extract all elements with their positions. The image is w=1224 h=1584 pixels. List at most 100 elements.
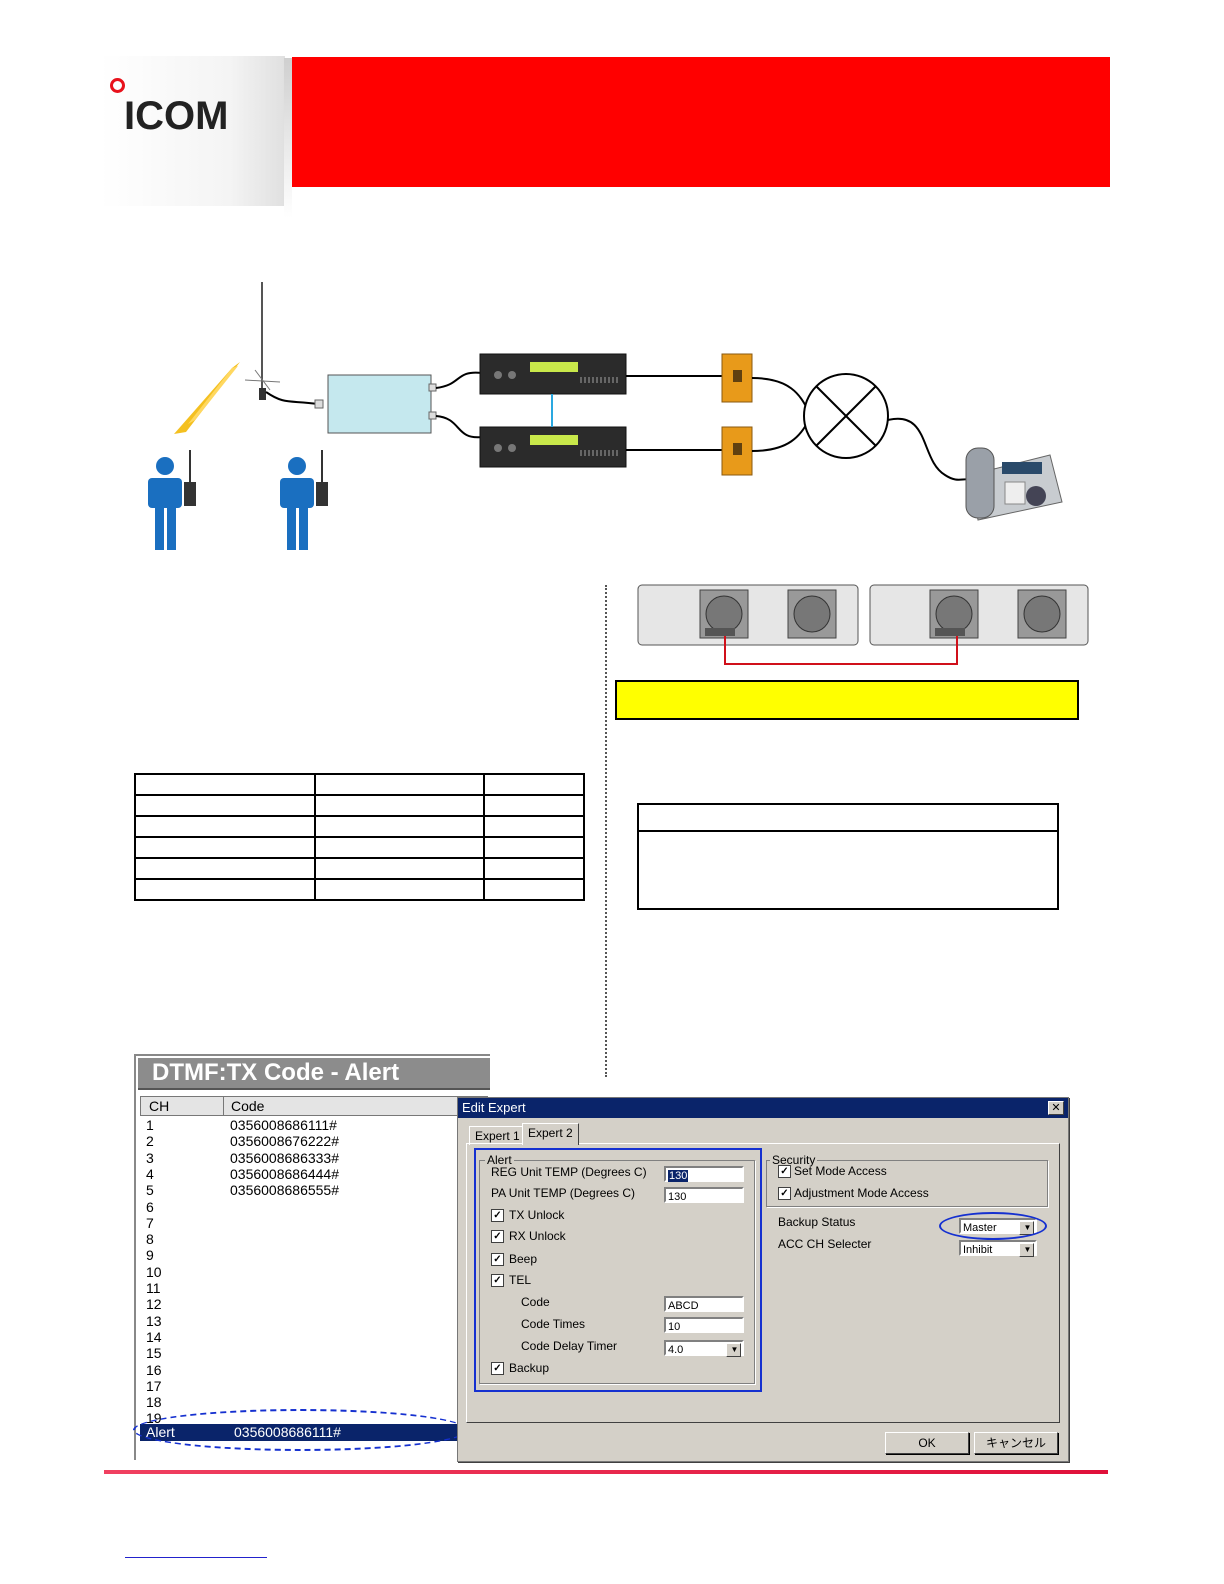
table-row xyxy=(134,878,585,901)
beep-checkbox[interactable]: ✓ xyxy=(491,1253,504,1266)
code-times-label: Code Times xyxy=(521,1317,586,1331)
list-item-ch: 3 xyxy=(146,1149,154,1166)
list-item-ch: 1 xyxy=(146,1117,154,1133)
header-divider xyxy=(284,58,292,218)
table-row xyxy=(134,815,585,838)
list-item-code: 0356008686555# xyxy=(230,1182,340,1199)
tab-panel xyxy=(466,1143,1060,1423)
right-note-box-divider xyxy=(639,830,1057,832)
rx-unlock-checkbox[interactable]: ✓ xyxy=(491,1230,504,1243)
radio-signal-icon xyxy=(174,362,240,434)
system-diagram xyxy=(148,282,1063,550)
left-table xyxy=(134,773,585,901)
footer-line xyxy=(104,1470,1108,1474)
chevron-down-icon[interactable]: ▼ xyxy=(1019,1243,1034,1257)
acc-ch-select[interactable]: Inhibit ▼ xyxy=(959,1240,1037,1257)
pa-temp-label: PA Unit TEMP (Degrees C) xyxy=(491,1186,636,1200)
rear-panel-diagram xyxy=(637,584,1089,665)
list-item-ch: 8 xyxy=(146,1231,154,1248)
table-row xyxy=(134,836,585,859)
duplexer-box xyxy=(327,374,432,434)
list-item-ch: 7 xyxy=(146,1214,154,1231)
acc-ch-label: ACC CH Selecter xyxy=(778,1237,872,1251)
phone-jack-2-icon xyxy=(721,426,753,476)
security-group-label: Security xyxy=(770,1153,818,1167)
column-header-code[interactable]: Code xyxy=(231,1098,265,1114)
close-button[interactable]: ✕ xyxy=(1048,1101,1064,1115)
alert-group-label: Alert xyxy=(485,1153,514,1167)
list-item-code: 0356008676222# xyxy=(230,1133,340,1150)
tx-unlock-checkbox[interactable]: ✓ xyxy=(491,1209,504,1222)
reg-temp-input[interactable]: 130 xyxy=(664,1166,744,1182)
tx-unlock-label: TX Unlock xyxy=(509,1208,565,1222)
repeater-unit-2 xyxy=(479,426,627,468)
code-input[interactable]: ABCD xyxy=(664,1296,744,1312)
ok-button[interactable]: OK xyxy=(885,1432,969,1454)
acc-ch-value: Inhibit xyxy=(963,1244,993,1256)
list-item-code: 0356008686333# xyxy=(230,1149,340,1166)
rear-panel-1 xyxy=(637,584,859,646)
adjustment-mode-access-label: Adjustment Mode Access xyxy=(794,1186,929,1200)
dtmf-window-title: DTMF:TX Code - Alert xyxy=(138,1058,490,1090)
list-item-code: 0356008686111# xyxy=(230,1117,337,1133)
person-with-radio-2-icon xyxy=(280,450,328,550)
tel-label: TEL xyxy=(509,1273,532,1287)
code-label: Code xyxy=(521,1295,550,1309)
alert-row-highlight xyxy=(133,1409,468,1451)
person-with-radio-1-icon xyxy=(148,450,196,550)
beep-label: Beep xyxy=(509,1252,538,1266)
telephone-exchange-icon xyxy=(803,373,889,459)
list-item-ch: 15 xyxy=(146,1345,162,1362)
list-item-ch: 18 xyxy=(146,1394,162,1411)
backup-label: Backup xyxy=(509,1361,550,1375)
antenna-icon xyxy=(244,282,281,400)
pa-temp-input[interactable]: 130 xyxy=(664,1187,744,1203)
footer-link-underline xyxy=(125,1557,267,1558)
set-mode-access-label: Set Mode Access xyxy=(794,1164,887,1178)
list-item-ch: 14 xyxy=(146,1328,162,1345)
column-header-ch[interactable]: CH xyxy=(149,1098,170,1114)
chevron-down-icon[interactable]: ▼ xyxy=(726,1343,741,1357)
repeater-unit-1 xyxy=(479,353,627,395)
dtmf-list-header: CH Code xyxy=(140,1096,488,1116)
list-item-ch: 2 xyxy=(146,1133,154,1150)
dtmf-code-window: DTMF:TX Code - Alert CH Code 1 0356008686… xyxy=(134,1054,490,1460)
rear-panel-2 xyxy=(869,584,1089,646)
reg-temp-value: 130 xyxy=(668,1170,689,1182)
list-item-ch: 6 xyxy=(146,1198,154,1215)
table-header-row xyxy=(134,773,585,796)
table-row xyxy=(134,794,585,817)
title-banner xyxy=(292,57,1110,187)
code-delay-value: 4.0 xyxy=(668,1344,684,1356)
code-delay-select[interactable]: 4.0 ▼ xyxy=(664,1340,744,1357)
column-divider xyxy=(605,585,607,1077)
set-mode-access-checkbox[interactable]: ✓ xyxy=(778,1165,791,1178)
list-item-ch: 16 xyxy=(146,1361,162,1378)
list-item-ch: 9 xyxy=(146,1247,154,1264)
icom-logo: ICOM xyxy=(124,94,229,138)
dialog-title: Edit Expert xyxy=(462,1100,526,1115)
list-item-ch: 5 xyxy=(146,1182,154,1199)
tab-expert-1[interactable]: Expert 1 xyxy=(469,1126,526,1145)
code-times-input[interactable]: 10 xyxy=(664,1317,744,1333)
telephone-icon xyxy=(965,447,1063,521)
table-row xyxy=(134,857,585,880)
edit-expert-dialog: Edit Expert ✕ Expert 1 Expert 2 Alert RE… xyxy=(457,1097,1069,1462)
logo-ring-icon xyxy=(110,78,125,93)
tel-checkbox[interactable]: ✓ xyxy=(491,1274,504,1287)
backup-checkbox[interactable]: ✓ xyxy=(491,1362,504,1375)
alert-group-highlight xyxy=(474,1148,762,1392)
right-note-box xyxy=(637,803,1059,910)
icom-logo-area: ICOM xyxy=(100,56,285,206)
list-item-ch: 4 xyxy=(146,1165,154,1182)
list-item-ch: 13 xyxy=(146,1312,162,1329)
cancel-button[interactable]: キャンセル xyxy=(974,1432,1058,1454)
list-item-ch: 17 xyxy=(146,1377,162,1394)
backup-status-label: Backup Status xyxy=(778,1215,856,1229)
adjustment-mode-access-checkbox[interactable]: ✓ xyxy=(778,1187,791,1200)
list-item-ch: 12 xyxy=(146,1296,162,1313)
list-item-code: 0356008686444# xyxy=(230,1165,340,1182)
rx-unlock-label: RX Unlock xyxy=(509,1229,566,1243)
tab-expert-2[interactable]: Expert 2 xyxy=(522,1123,579,1145)
phone-jack-1-icon xyxy=(721,353,753,403)
